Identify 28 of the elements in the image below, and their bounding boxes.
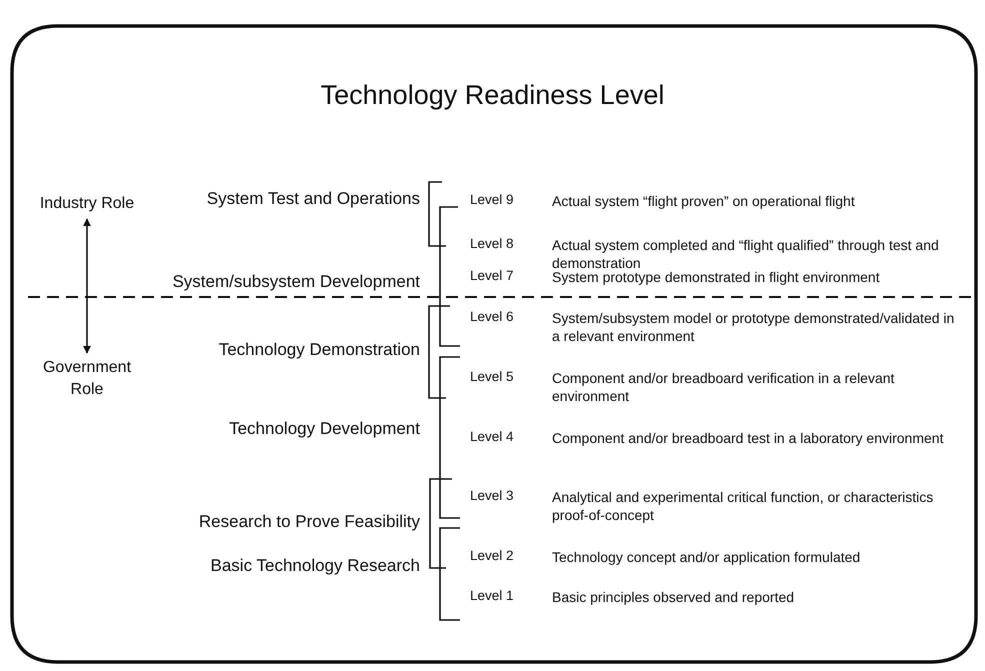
level-label: Level 6 <box>470 309 514 324</box>
level-description: System/subsystem model or prototype demonstrated/validated in a relevant environment <box>552 309 956 345</box>
stage-label: Technology Development <box>229 419 420 439</box>
level-label: Level 3 <box>470 488 514 503</box>
level-label: Level 9 <box>470 192 514 207</box>
level-description: Component and/or breadboard test in a laboratory environment <box>552 429 944 447</box>
stage-label: Research to Prove Feasibility <box>198 512 420 532</box>
role-label: Government Role <box>29 357 145 401</box>
stage-label: Technology Demonstration <box>218 340 420 360</box>
level-label: Level 2 <box>470 548 514 563</box>
title: Technology Readiness Level <box>320 80 666 111</box>
level-label: Level 7 <box>470 268 514 283</box>
level-label: Level 8 <box>470 236 514 251</box>
level-description: Basic principles observed and reported <box>552 588 796 606</box>
level-description: Actual system completed and “flight qualified” through test and demonstration <box>552 236 940 272</box>
level-description: Technology concept and/or application formulated <box>552 548 862 566</box>
double-arrow <box>83 218 91 354</box>
level-label: Level 5 <box>470 369 514 384</box>
stage-label: System Test and Operations <box>206 189 420 209</box>
role-label: Industry Role <box>29 193 145 215</box>
level-description: Analytical and experimental critical function, or characteristics proof-of-concept <box>552 488 934 524</box>
level-label: Level 1 <box>470 588 514 603</box>
level-description: System prototype demonstrated in flight environment <box>552 268 881 286</box>
level-label: Level 4 <box>470 429 514 444</box>
level-description: Component and/or breadboard verification in a relevant environment <box>552 369 896 405</box>
stage-label: Basic Technology Research <box>210 556 420 576</box>
stage-label: System/subsystem Development <box>172 272 420 292</box>
level-description: Actual system “flight proven” on operational flight <box>552 192 856 210</box>
